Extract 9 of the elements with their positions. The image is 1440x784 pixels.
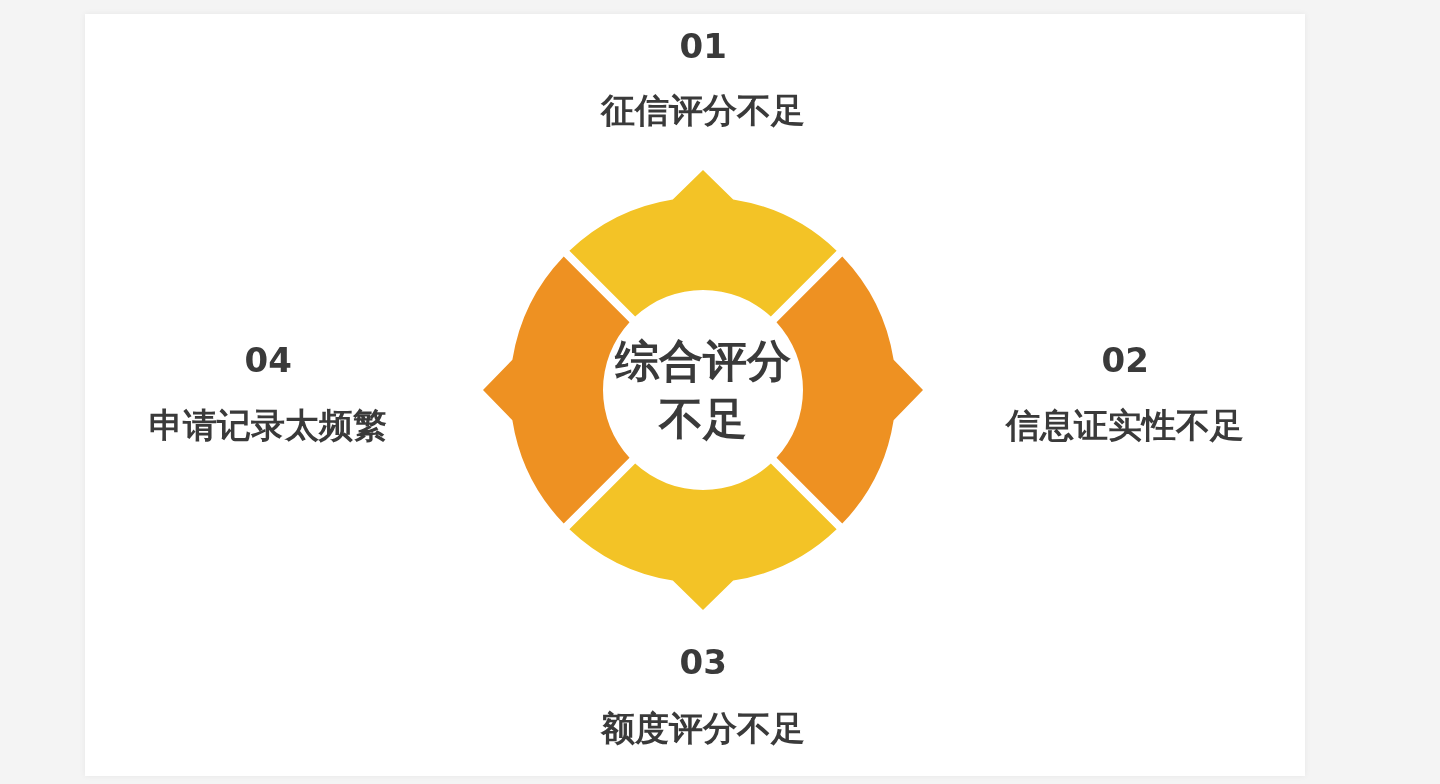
step-label: 信息证实性不足	[1006, 405, 1244, 445]
step-number: 04	[244, 340, 292, 380]
step-number: 03	[679, 642, 727, 682]
step-label: 额度评分不足	[601, 708, 805, 748]
step-label: 申请记录太频繁	[149, 405, 387, 445]
step-number: 01	[679, 26, 727, 66]
step-number: 02	[1101, 340, 1149, 380]
step-label: 征信评分不足	[601, 90, 805, 130]
center-label: 综合评分不足	[615, 334, 791, 446]
